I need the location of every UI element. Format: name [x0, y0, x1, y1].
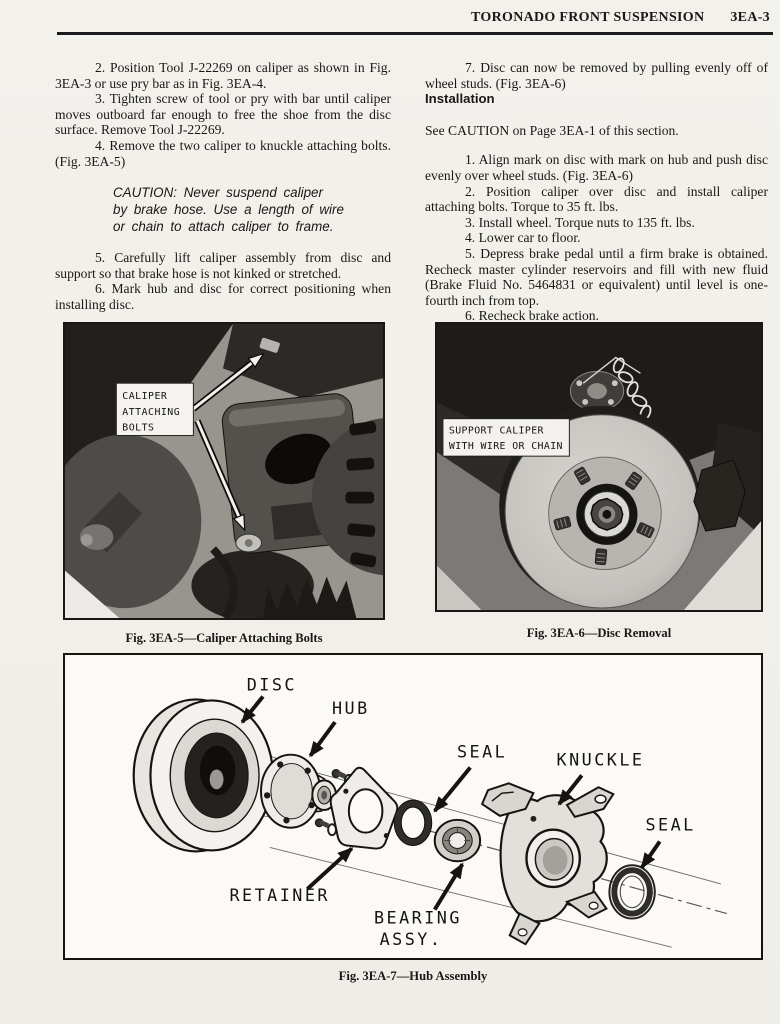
- callout-line: ATTACHING: [122, 407, 180, 418]
- wheel-studs: [345, 421, 377, 568]
- page-header: TORONADO FRONT SUSPENSION 3EA-3: [0, 10, 770, 26]
- installation-heading: Installation: [425, 91, 495, 107]
- arrow-to-upper-bolt-icon: [191, 352, 265, 412]
- figure-7-diagram: DISC HUB SEAL KNUCKLE SEAL RETAINER BEAR…: [63, 653, 763, 960]
- inner-seal-arrow-icon: [433, 766, 472, 813]
- install-step-1: 1. Align mark on disc with mark on hub a…: [425, 152, 768, 183]
- outer-seal-part: [608, 864, 656, 920]
- bearing-arrow-icon: [433, 862, 465, 911]
- figure-5-caption: Fig. 3EA-5—Caliper Attaching Bolts: [125, 631, 323, 645]
- install-step-5: 5. Depress brake pedal until a firm brak…: [425, 245, 768, 308]
- knuckle-label: KNUCKLE: [557, 750, 645, 770]
- caution-note: CAUTION: Never suspend caliper by brake …: [113, 184, 369, 235]
- see-caution-note: See CAUTION on Page 3EA-1 of this sectio…: [425, 122, 679, 138]
- figure-6-photo: SUPPORT CALIPER WITH WIRE OR CHAIN: [435, 322, 763, 612]
- caution-line: or chain to attach caliper to frame.: [113, 219, 334, 235]
- install-step-3: 3. Install wheel. Torque nuts to 135 ft.…: [465, 214, 695, 230]
- bearing-assy-label-line1: BEARING: [374, 907, 462, 927]
- disc-part: [132, 698, 274, 853]
- hub-arrow-icon: [308, 720, 337, 758]
- bearing-assy-label-line2: ASSY.: [380, 929, 443, 949]
- callout-line: CALIPER: [122, 391, 167, 402]
- figure-6-caption: Fig. 3EA-6—Disc Removal: [526, 626, 672, 640]
- bearing-part: [433, 818, 482, 863]
- retainer-part: [329, 766, 399, 850]
- arrow-to-lower-bolt-icon: [194, 419, 246, 532]
- hub-part: [260, 753, 338, 829]
- knuckle-part: [480, 782, 615, 946]
- inner-seal-part: [393, 799, 433, 846]
- header-rule: [57, 32, 773, 35]
- install-step-6: 6. Recheck brake action.: [465, 308, 599, 324]
- outer-seal-arrow-icon: [640, 840, 662, 869]
- disc-label: DISC: [247, 675, 297, 695]
- support-caliper-callout-box: SUPPORT CALIPER WITH WIRE OR CHAIN: [442, 418, 570, 457]
- step-7-paragraph: 7. Disc can now be removed by pulling ev…: [425, 60, 768, 91]
- retainer-label: RETAINER: [230, 885, 331, 905]
- caution-line: by brake hose. Use a length of wire: [113, 202, 344, 218]
- knuckle-arrow-icon: [557, 774, 584, 806]
- outer-seal-label: SEAL: [645, 815, 695, 835]
- inner-seal-label: SEAL: [457, 742, 507, 762]
- label-arrows: [240, 695, 662, 911]
- callout-line: WITH WIRE OR CHAIN: [449, 441, 563, 452]
- caliper-callout-box: CALIPER ATTACHING BOLTS: [115, 382, 194, 436]
- hub-assembly-diagram-art: DISC HUB SEAL KNUCKLE SEAL RETAINER BEAR…: [132, 675, 728, 949]
- left-column: 2. Position Tool J-22269 on caliper as s…: [55, 60, 391, 313]
- hub-label: HUB: [332, 698, 370, 718]
- step-3-paragraph: 3. Tighten screw of tool or pry with bar…: [55, 91, 391, 138]
- right-column: 7. Disc can now be removed by pulling ev…: [425, 60, 768, 324]
- callout-line: SUPPORT CALIPER: [449, 425, 544, 436]
- section-title: TORONADO FRONT SUSPENSION: [471, 10, 705, 25]
- callout-line: BOLTS: [122, 423, 154, 434]
- install-step-4: 4. Lower car to floor.: [465, 230, 581, 246]
- page-number: 3EA-3: [730, 10, 770, 25]
- figure-7-caption: Fig. 3EA-7—Hub Assembly: [338, 969, 488, 983]
- caliper-photo-art: CALIPER ATTACHING BOLTS: [65, 324, 383, 618]
- step-4-paragraph: 4. Remove the two caliper to knuckle att…: [55, 137, 391, 169]
- figure-5-photo: CALIPER ATTACHING BOLTS: [63, 322, 385, 620]
- step-2-paragraph: 2. Position Tool J-22269 on caliper as s…: [55, 60, 391, 91]
- caution-line: CAUTION: Never suspend caliper: [113, 185, 323, 201]
- disc-removal-photo-art: SUPPORT CALIPER WITH WIRE OR CHAIN: [437, 324, 761, 610]
- step-6-paragraph: 6. Mark hub and disc for correct positio…: [55, 281, 391, 312]
- disc-arrow-icon: [240, 695, 265, 724]
- disc-studs: [553, 466, 655, 566]
- retainer-arrow-icon: [306, 846, 354, 891]
- install-step-2: 2. Position caliper over disc and instal…: [425, 183, 768, 215]
- step-5-paragraph: 5. Carefully lift caliper assembly from …: [55, 250, 391, 281]
